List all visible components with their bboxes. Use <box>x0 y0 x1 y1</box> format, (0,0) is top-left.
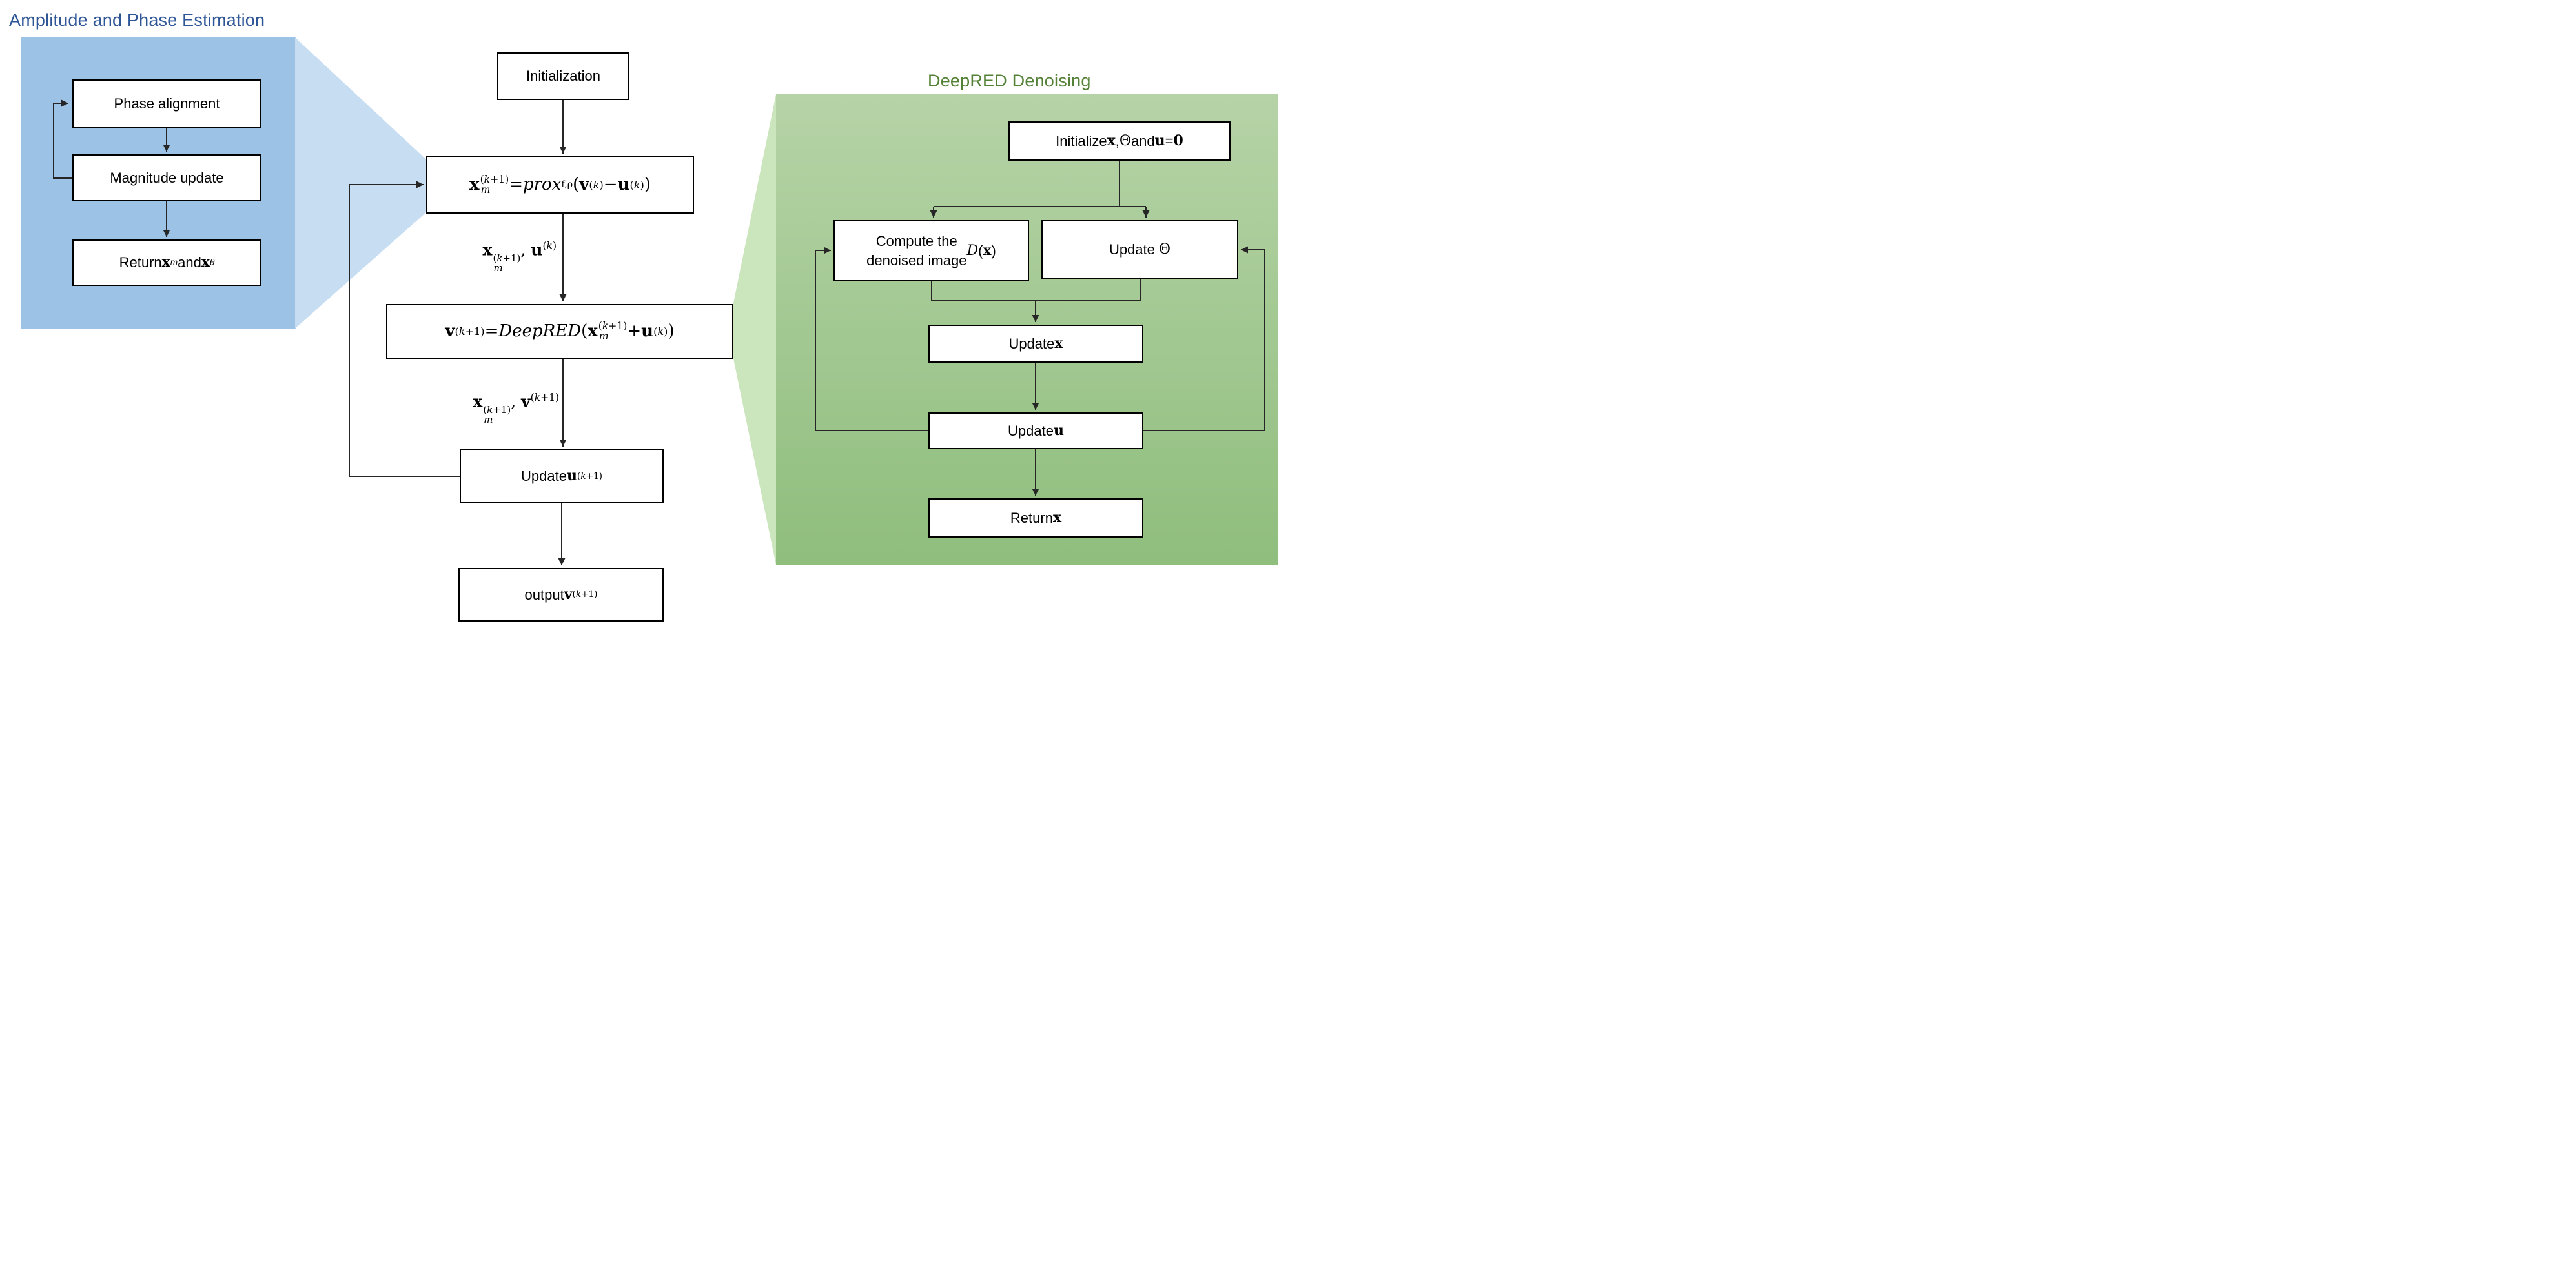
return-x-box: Return x <box>928 498 1143 538</box>
flowchart-canvas: Amplitude and Phase Estimation DeepRED D… <box>0 0 1288 632</box>
magnitude-update-box: Magnitude update <box>72 154 261 201</box>
update-u-k1-box: Update u(k+1) <box>460 449 664 503</box>
update-theta-box: Update Θ <box>1041 220 1238 279</box>
initialize-x-theta-u-box: Initialize x, Θ and u= 0 <box>1008 121 1231 161</box>
flow-connectors <box>53 99 1265 565</box>
update-x-box: Update x <box>928 325 1143 363</box>
edge-label-xm-v: x(k+1)m, v(k+1) <box>473 392 559 425</box>
initialization-box: Initialization <box>497 52 629 100</box>
phase-alignment-box: Phase alignment <box>72 79 261 128</box>
edge-label-xm-u: x(k+1)m, u(k) <box>482 240 557 274</box>
deepred-update-box: v(k+1) = DeepRED(x(k+1)m + u(k)) <box>386 304 733 359</box>
right-section-title: DeepRED Denoising <box>928 71 1091 90</box>
output-v-box: output v(k+1) <box>458 568 664 622</box>
left-section-title: Amplitude and Phase Estimation <box>9 10 265 30</box>
update-u-box: Update u <box>928 412 1143 449</box>
